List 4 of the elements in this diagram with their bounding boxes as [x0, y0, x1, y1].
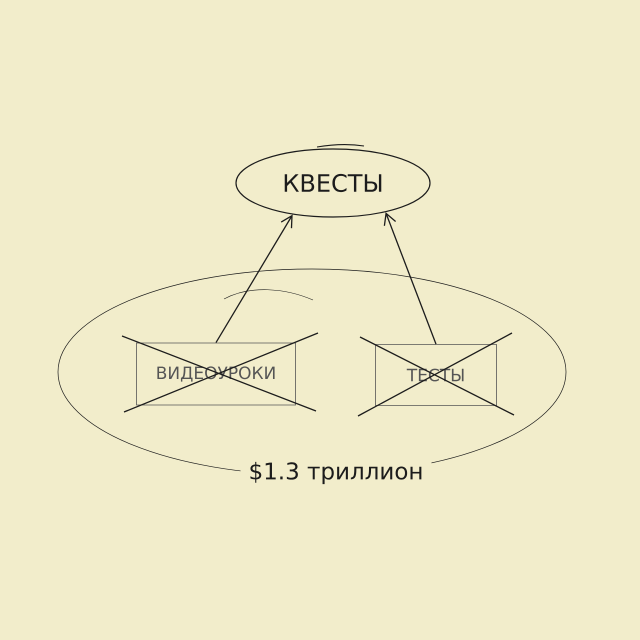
amount-label: $1.3 триллион: [240, 460, 432, 486]
arrow: [215, 214, 293, 343]
ellipse-node: КВЕСТЫ: [235, 144, 431, 218]
arrow: [384, 212, 437, 344]
